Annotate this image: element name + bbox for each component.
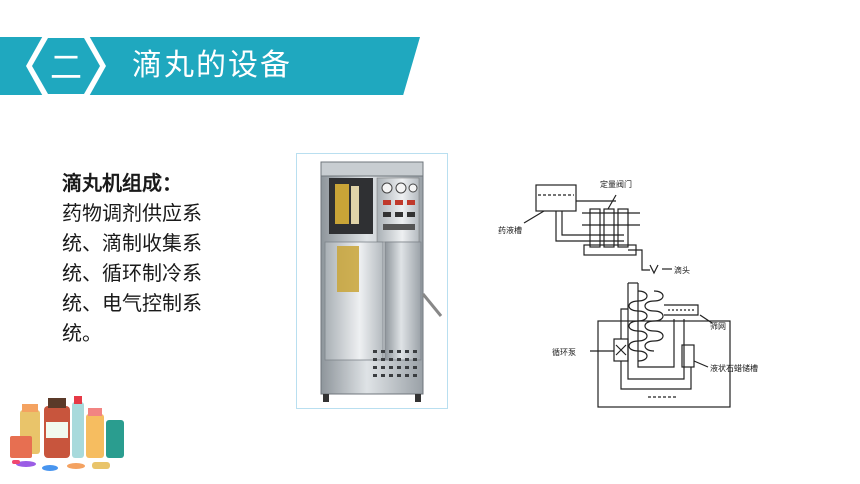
- dripping-pill-machine-icon: [320, 161, 443, 402]
- label-screen: 筛网: [710, 321, 726, 331]
- section-number-badge: 二: [24, 30, 108, 102]
- label-tank: 药液槽: [498, 225, 522, 235]
- description-body: 药物调剂供应系统、滴制收集系统、循环制冷系统、电气控制系统。: [62, 201, 202, 345]
- description-text: 滴丸机组成： 药物调剂供应系统、滴制收集系统、循环制冷系统、电气控制系统。: [62, 168, 232, 348]
- equipment-schematic: 定量阀门 药液槽 滴头 筛网 循环泵 液状石蜡储槽: [478, 165, 788, 415]
- paraffin-storage: [681, 344, 695, 368]
- page-title: 滴丸的设备: [132, 48, 292, 83]
- section-number: 二: [50, 48, 82, 86]
- description-heading: 滴丸机组成：: [62, 171, 182, 195]
- label-drip-head: 滴头: [674, 265, 690, 275]
- medicine-bottles-icon: [6, 396, 131, 478]
- label-valve: 定量阀门: [600, 179, 632, 189]
- drug-tank: [535, 184, 577, 212]
- label-pump: 循环泵: [552, 347, 576, 357]
- label-paraffin-tank: 液状石蜡储槽: [710, 363, 758, 373]
- machine-photo: [296, 153, 448, 409]
